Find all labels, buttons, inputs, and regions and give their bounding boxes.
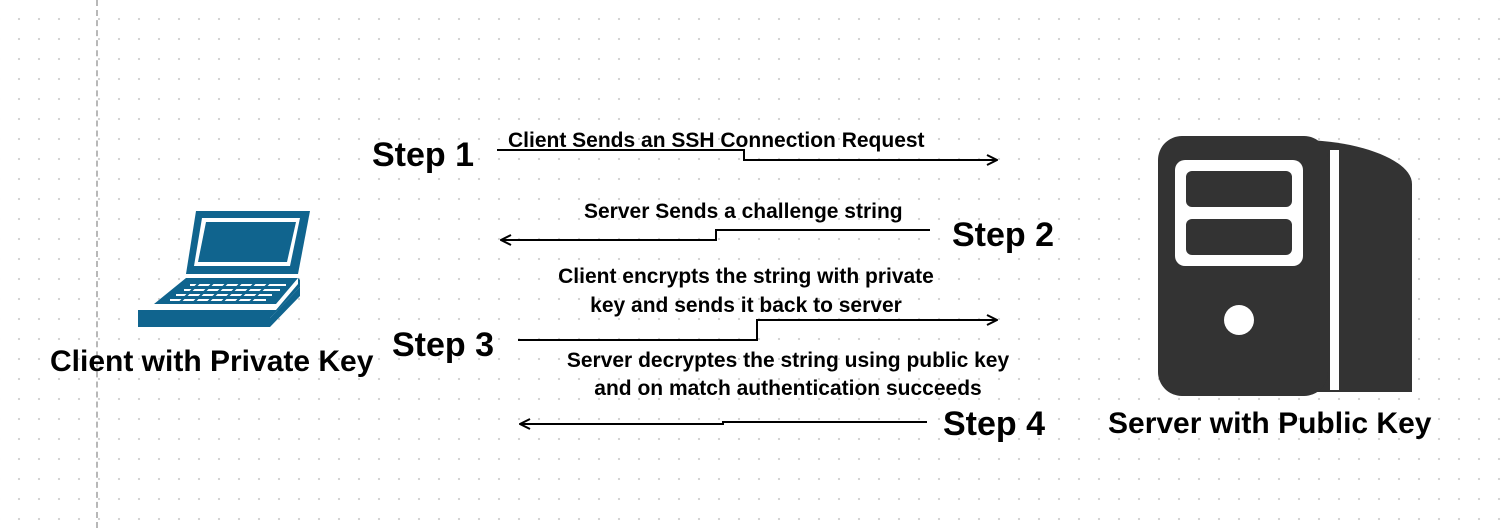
step-3-label: Step 3: [392, 326, 495, 364]
step-4-arrow: [520, 422, 927, 424]
step-3-message-line-1: Client encrypts the string with private: [558, 265, 934, 288]
step-2-arrow: [501, 229, 930, 240]
step-1-label: Step 1: [372, 136, 475, 174]
step-3-message-line-2: key and sends it back to server: [590, 294, 902, 317]
step-1-message: Client Sends an SSH Connection Request: [508, 129, 925, 152]
step-1-arrow: [497, 149, 997, 160]
step-4-message-line-2: and on match authentication succeeds: [594, 377, 982, 400]
dashed-page-divider: [96, 0, 98, 528]
step-3-arrow: [518, 320, 997, 341]
server-tower-icon: [1158, 136, 1412, 396]
laptop-icon: [138, 211, 310, 327]
client-title: Client with Private Key: [50, 345, 374, 378]
step-2-message: Server Sends a challenge string: [584, 200, 903, 223]
step-4-message-line-1: Server decryptes the string using public…: [566, 349, 1010, 372]
step-2-label: Step 2: [952, 216, 1055, 254]
server-title: Server with Public Key: [1108, 407, 1432, 440]
step-4-label: Step 4: [943, 405, 1046, 443]
